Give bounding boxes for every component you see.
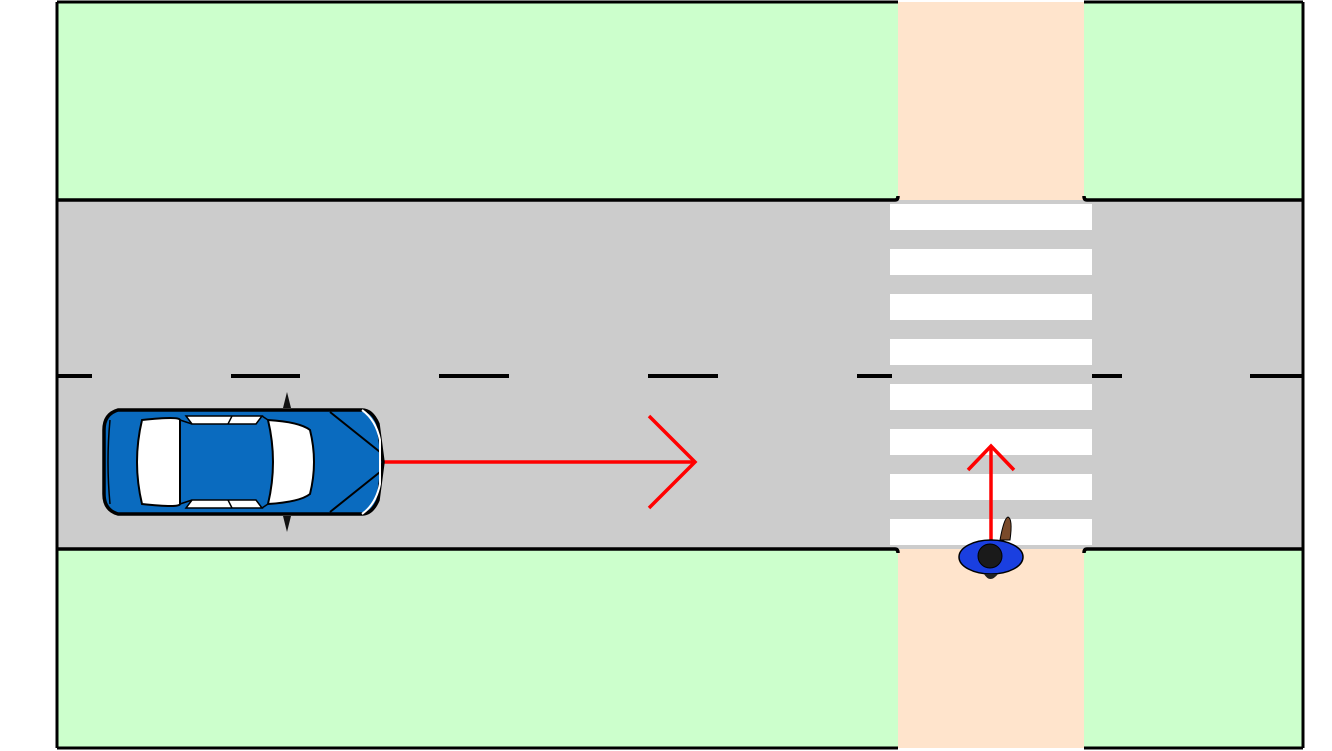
grass-bottom	[57, 549, 1303, 748]
sidewalk-bottom	[898, 549, 1084, 748]
grass-top	[57, 2, 1303, 200]
curb-corner-bl	[894, 547, 900, 554]
car-top-view-icon	[102, 392, 385, 532]
arrow-up-icon	[966, 443, 1016, 548]
arrow-right-icon	[380, 414, 698, 510]
curb-corner-tr	[1082, 195, 1088, 202]
curb-corner-tl	[894, 195, 900, 202]
crosswalk-stripe	[890, 339, 1092, 365]
outer-frame	[55, 0, 1305, 750]
crosswalk-stripe	[890, 294, 1092, 320]
sidewalk-top	[898, 2, 1084, 200]
crosswalk-stripe	[890, 249, 1092, 275]
curb-corner-br	[1082, 547, 1088, 554]
pedestrian-top-view-icon	[958, 516, 1024, 579]
road-edges	[57, 195, 1303, 554]
crosswalk-stripe	[890, 204, 1092, 230]
crosswalk-stripe	[890, 384, 1092, 410]
